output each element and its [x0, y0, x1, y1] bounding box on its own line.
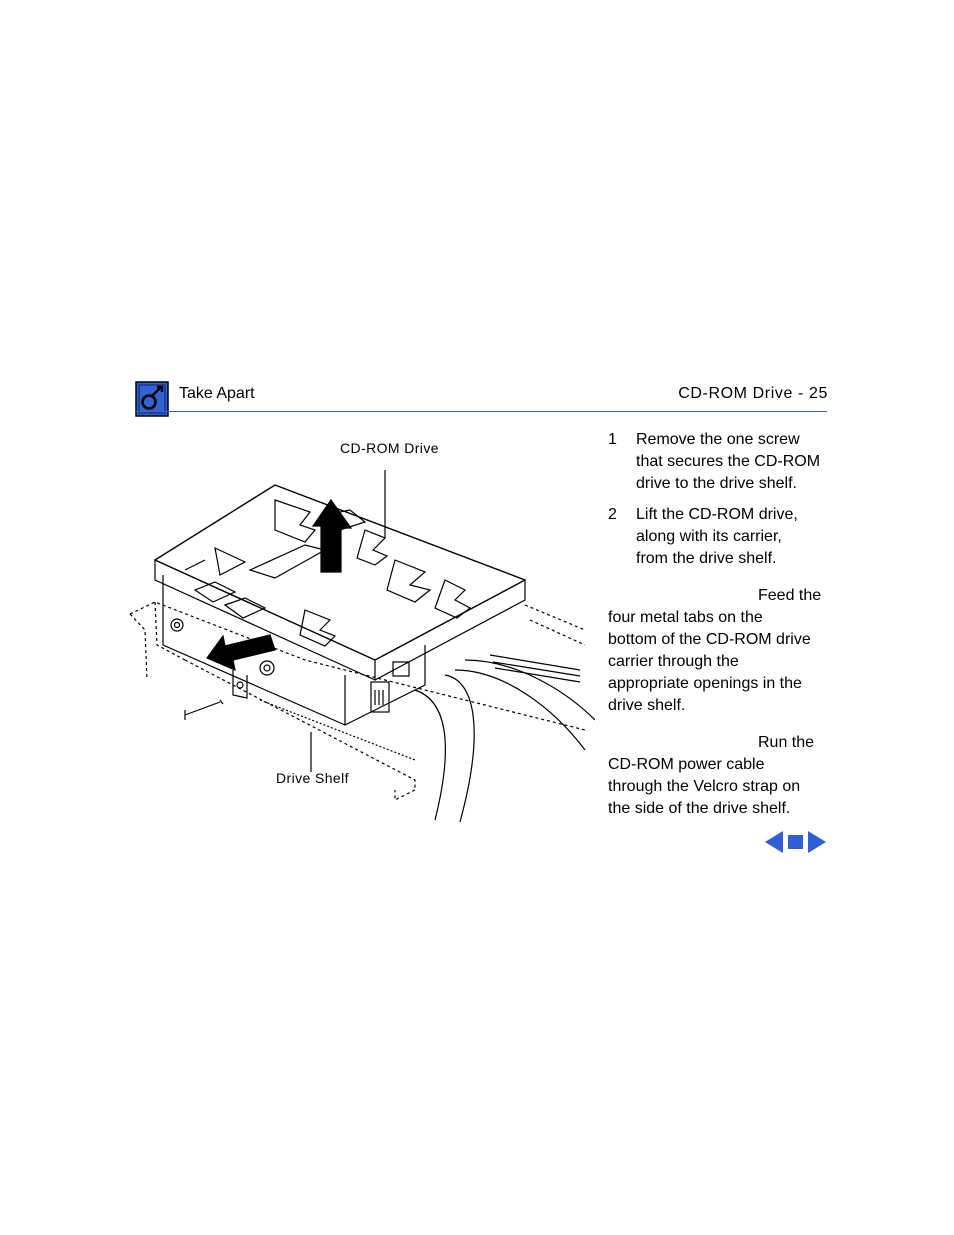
- replacement-note-tabs: Feed the four metal tabs on the bottom o…: [608, 585, 828, 717]
- note-line: carrier through the: [608, 653, 739, 670]
- note-line: Feed the: [758, 587, 822, 604]
- step-number: 2: [608, 506, 617, 523]
- cd-rom-drive-illustration: CD-ROM Drive Drive Shelf: [125, 430, 596, 830]
- step-number: 1: [608, 431, 617, 448]
- callout-cd-rom-drive: CD-ROM Drive: [340, 440, 439, 456]
- step-text: Lift the CD-ROM drive, along with its ca…: [636, 504, 836, 570]
- note-line: the side of the drive shelf.: [608, 800, 791, 817]
- note-line: through the Velcro strap on: [608, 778, 801, 795]
- note-line: CD-ROM power cable: [608, 756, 765, 773]
- left-arrow-icon[interactable]: [764, 830, 784, 859]
- stop-square-icon[interactable]: [788, 835, 803, 854]
- header-divider: [135, 411, 827, 412]
- step-line: along with its carrier,: [636, 528, 782, 545]
- note-line: appropriate openings in the: [608, 675, 802, 692]
- page-title: CD-ROM Drive - 25: [678, 385, 828, 402]
- page-navigation: [764, 830, 828, 854]
- step-line: drive to the drive shelf.: [636, 475, 797, 492]
- right-arrow-icon[interactable]: [807, 830, 827, 859]
- callout-drive-shelf: Drive Shelf: [276, 770, 349, 786]
- note-line: four metal tabs on the: [608, 609, 763, 626]
- step-line: Lift the CD-ROM drive,: [636, 506, 798, 523]
- step-line: from the drive shelf.: [636, 550, 777, 567]
- note-line: drive shelf.: [608, 697, 686, 714]
- technician-tool-icon: [135, 381, 169, 417]
- step-line: Remove the one screw: [636, 431, 800, 448]
- section-title: Take Apart: [179, 385, 255, 402]
- note-line: Run the: [758, 734, 815, 751]
- replacement-note-cable: Run the CD-ROM power cable through the V…: [608, 732, 828, 820]
- step-line: that secures the CD-ROM: [636, 453, 821, 470]
- note-line: bottom of the CD-ROM drive: [608, 631, 811, 648]
- step-text: Remove the one screw that secures the CD…: [636, 429, 836, 495]
